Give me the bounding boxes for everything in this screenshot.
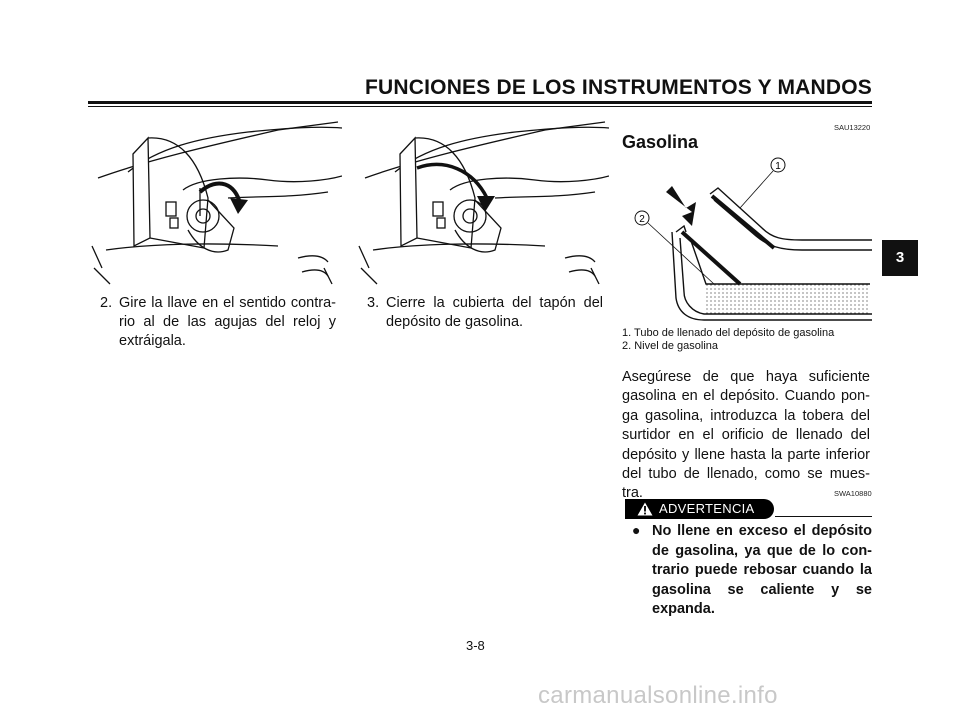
section-title: Gasolina: [622, 132, 699, 152]
watermark: carmanualsonline.info: [538, 682, 778, 709]
warning-label: ADVERTENCIA: [659, 501, 755, 516]
section-body: Asegúrese de que haya suficiente gasolin…: [622, 369, 870, 502]
caption-2: 2. Nivel de gasolina: [622, 340, 719, 352]
header-rule-thin: [88, 106, 872, 107]
callout-2: 2: [634, 210, 715, 285]
step-text: Gire la llave en el sentido contra-rio a…: [119, 295, 336, 349]
step-number: 2.: [100, 295, 113, 311]
callout-2-label: 2: [639, 214, 645, 225]
chapter-tab: 3: [882, 240, 918, 276]
caption-1: 1. Tubo de llenado del depósito de gasol…: [622, 327, 835, 339]
warning-triangle-icon: [637, 502, 653, 516]
step-text: Cierre la cubierta del tapón del depósit…: [386, 295, 603, 330]
page-number: 3-8: [466, 638, 485, 653]
warning-code: SWA10880: [834, 489, 872, 498]
warning-badge: ADVERTENCIA: [625, 499, 774, 519]
page-header-title: FUNCIONES DE LOS INSTRUMENTOS Y MANDOS: [365, 76, 872, 99]
step-3: 3. Cierre la cubierta del tapón del depó…: [367, 294, 603, 332]
warning-rule: [775, 516, 872, 517]
step-number: 3.: [367, 295, 380, 311]
callout-1: 1: [739, 157, 786, 209]
warning-text: No llene en exceso el depósito de gasoli…: [652, 523, 872, 618]
header-rule-thick: [88, 101, 872, 104]
callout-1-label: 1: [775, 161, 781, 172]
step-2: 2. Gire la llave en el sentido contra-ri…: [100, 294, 336, 351]
illustration-key-removal: [91, 121, 342, 285]
illustration-close-cover: [358, 121, 609, 285]
section-code: SAU13220: [834, 123, 871, 132]
fuel-filler-diagram: 1 2: [634, 157, 872, 321]
bullet-icon: ●: [632, 522, 641, 538]
